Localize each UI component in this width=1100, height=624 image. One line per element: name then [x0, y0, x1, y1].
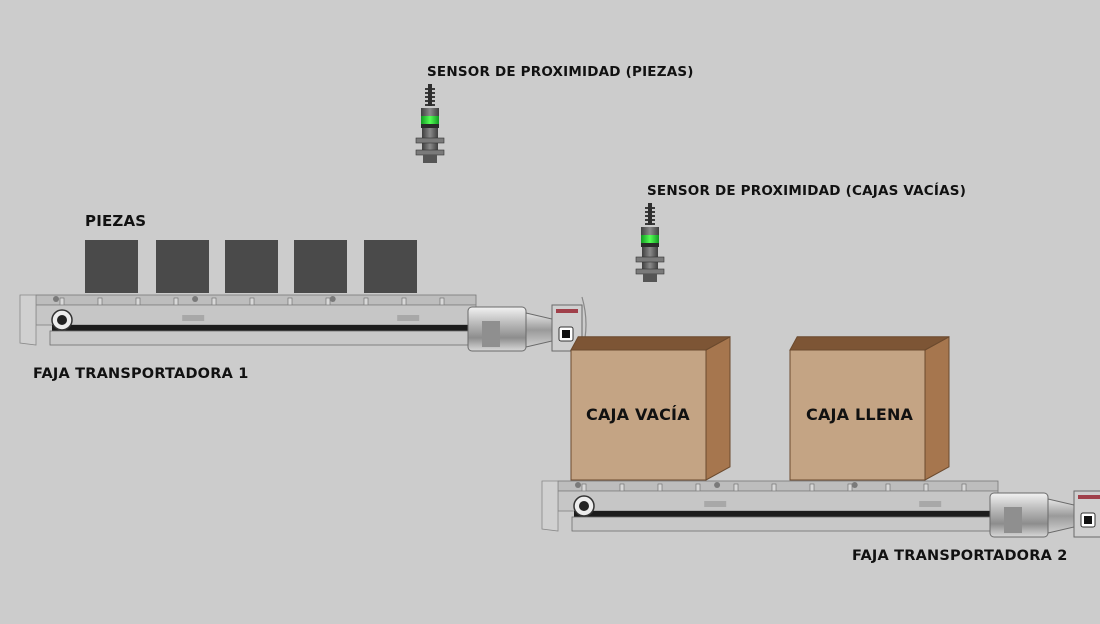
sensor-led	[421, 116, 439, 124]
conveyor-belt	[52, 325, 476, 331]
sensor-cajas-label: SENSOR DE PROXIMIDAD (CAJAS VACÍAS)	[647, 183, 967, 199]
sensor-cable	[648, 203, 652, 225]
motor-socket-core	[562, 330, 570, 338]
motor-coupling	[525, 312, 553, 348]
sensor-cable	[428, 84, 432, 106]
box-opening	[570, 336, 731, 351]
piece-block-icon	[225, 240, 278, 293]
piece-block-icon	[294, 240, 347, 293]
sensor-tip	[423, 155, 437, 163]
conveyor-bolt	[53, 296, 59, 302]
box-empty-label: CAJA VACÍA	[586, 405, 690, 424]
conveyor-bracket	[919, 501, 942, 507]
sensor-body-top	[421, 108, 439, 116]
motor-socket-core	[1084, 516, 1092, 524]
sensor-nut	[415, 137, 445, 144]
sensor-band	[421, 124, 439, 128]
conveyor-end-flange	[19, 294, 37, 346]
conveyor-bracket	[397, 315, 420, 321]
box-side	[924, 335, 950, 481]
sensor-band	[641, 243, 659, 247]
piece-block-icon	[364, 240, 417, 293]
conveyor-base	[571, 516, 1007, 532]
sensor-body-top	[641, 227, 659, 235]
sensor-tip	[643, 274, 657, 282]
pieces-group	[85, 240, 417, 293]
piece-block-icon	[156, 240, 209, 293]
motor-coupling	[1047, 498, 1075, 534]
conveyor-2-label: FAJA TRANSPORTADORA 2	[852, 548, 1068, 564]
cardboard-box-icon	[789, 335, 950, 481]
piece-block-icon	[85, 240, 138, 293]
box-opening	[789, 336, 950, 351]
conveyor-end-flange	[541, 480, 559, 532]
box-front	[789, 349, 926, 481]
conveyor-bolt	[329, 296, 336, 302]
motor-panel	[556, 309, 578, 313]
conveyor-bracket	[182, 315, 205, 321]
conveyor-belt-icon	[19, 294, 587, 352]
conveyor-bolt	[192, 296, 199, 302]
motor-fin	[482, 321, 500, 347]
cardboard-box-icon	[570, 335, 731, 481]
proximity-sensor-icon	[635, 203, 665, 282]
conveyor-base	[49, 330, 485, 346]
conveyor-pulley-hub	[579, 501, 589, 511]
sensor-led	[641, 235, 659, 243]
piezas-label: PIEZAS	[85, 212, 147, 230]
conveyor-belt-icon	[541, 480, 1100, 538]
sensor-nut	[635, 256, 665, 263]
sensor-nut	[635, 268, 665, 275]
conveyor-bolt	[714, 482, 721, 488]
sensor-nut	[415, 149, 445, 156]
motor-panel	[1078, 495, 1100, 499]
box-side	[705, 335, 731, 481]
sensor-piezas-label: SENSOR DE PROXIMIDAD (PIEZAS)	[427, 64, 694, 80]
motor-fin	[1004, 507, 1022, 533]
conveyor-pulley-hub	[57, 315, 67, 325]
conveyor-1-label: FAJA TRANSPORTADORA 1	[33, 366, 249, 382]
box-full-label: CAJA LLENA	[806, 405, 914, 424]
conveyor-bolt	[851, 482, 858, 488]
proximity-sensor-icon	[415, 84, 445, 163]
conveyor-belt	[574, 511, 998, 517]
conveyor-bolt	[575, 482, 581, 488]
conveyor-bracket	[704, 501, 727, 507]
